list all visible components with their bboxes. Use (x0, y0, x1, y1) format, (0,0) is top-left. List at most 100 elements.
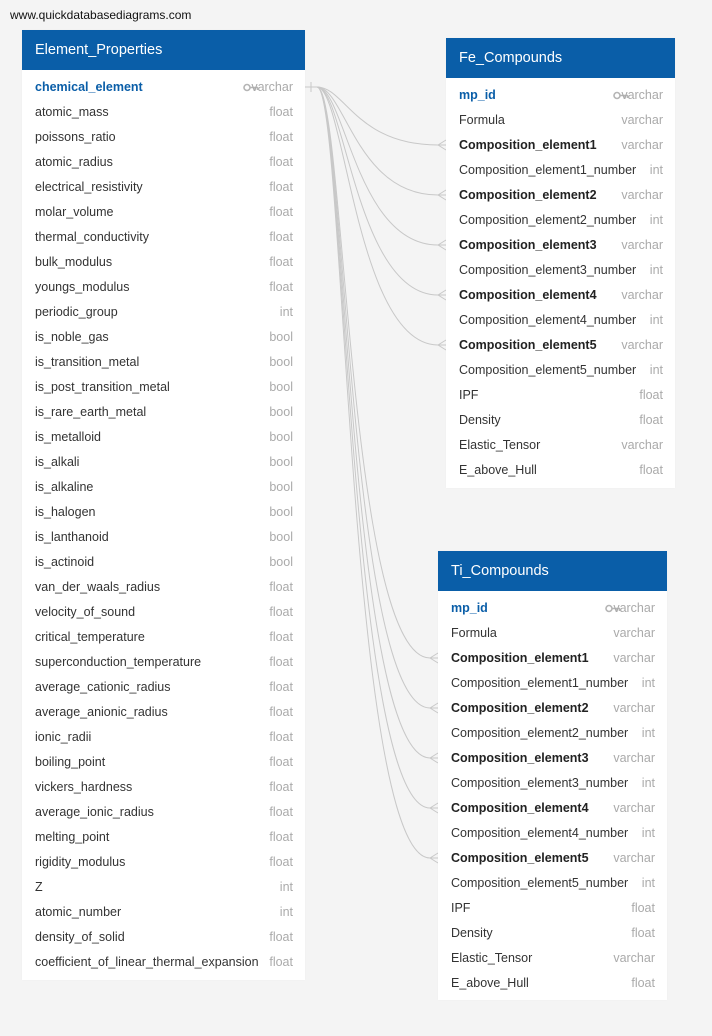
relationship-line (316, 86, 446, 246)
field-type: bool (269, 330, 293, 344)
field-row[interactable]: is_rare_earth_metal bool (22, 400, 305, 425)
field-type: float (269, 755, 293, 769)
field-type: float (269, 805, 293, 819)
field-type: float (269, 655, 293, 669)
table-title[interactable]: Element_Properties (22, 30, 305, 70)
field-type: int (649, 313, 663, 327)
field-type: varchar (613, 651, 655, 665)
field-name: is_post_transition_metal (35, 380, 170, 394)
relationship-line (316, 86, 438, 859)
relationship-line (316, 86, 446, 346)
field-type: int (641, 876, 655, 890)
field-type: float (639, 388, 663, 402)
field-row[interactable]: boiling_point float (22, 750, 305, 775)
field-type: float (269, 930, 293, 944)
field-name: Composition_element4_number (459, 313, 637, 327)
watermark: www.quickdatabasediagrams.com (10, 8, 192, 22)
field-name: atomic_radius (35, 155, 113, 169)
field-type: varchar (613, 751, 655, 765)
field-type: float (269, 955, 293, 969)
field-type: float (269, 830, 293, 844)
field-name: Z (35, 880, 43, 894)
field-name: is_rare_earth_metal (35, 405, 147, 419)
table-title[interactable]: Fe_Compounds (446, 38, 675, 78)
field-name: Composition_element5_number (459, 363, 637, 377)
table-title[interactable]: Ti_Compounds (438, 551, 667, 591)
field-name: Composition_element3 (459, 238, 597, 252)
field-type: bool (269, 405, 293, 419)
field-name: boiling_point (35, 755, 106, 769)
field-name: is_halogen (35, 505, 96, 519)
field-row[interactable]: Composition_element4_number int (446, 308, 675, 333)
